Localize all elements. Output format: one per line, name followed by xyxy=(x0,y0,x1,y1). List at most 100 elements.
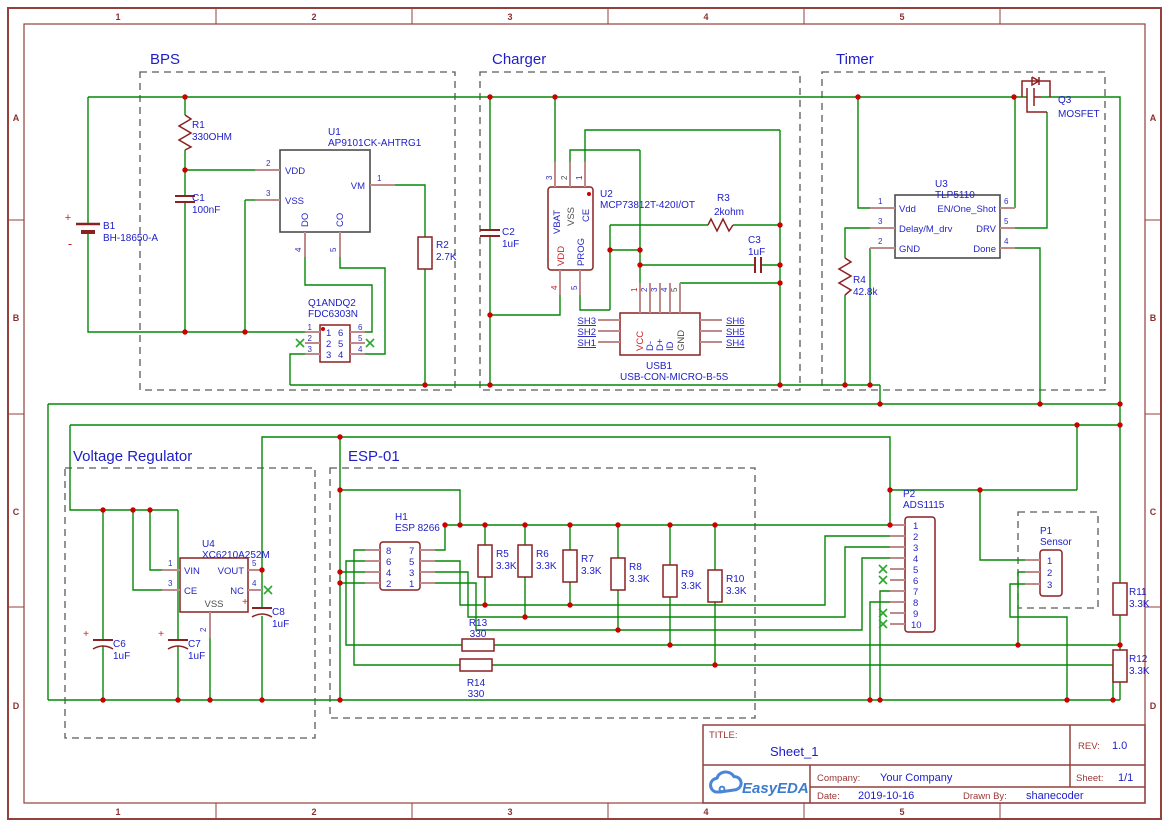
q1-num: 2 xyxy=(308,334,313,343)
b1-plus: + xyxy=(65,212,71,224)
u1-pin3-num: 3 xyxy=(266,189,271,198)
q3-ref: Q3 xyxy=(1058,95,1072,106)
u4-pin3-num: 3 xyxy=(168,579,173,588)
q1-num: 6 xyxy=(358,323,363,332)
col-label: 3 xyxy=(507,807,512,817)
c7-val: 1uF xyxy=(188,651,205,662)
col-label: 1 xyxy=(115,807,120,817)
r9-val: 3.3K xyxy=(681,581,702,592)
u3-pin6-num: 6 xyxy=(1004,197,1009,206)
u1-co: CO xyxy=(335,213,346,227)
p1-pin: 1 xyxy=(1047,556,1052,567)
u2-vdd: VDD xyxy=(556,246,567,266)
h1-pin: 3 xyxy=(409,568,414,579)
date-label: Date: xyxy=(817,791,840,802)
q1-num: 5 xyxy=(358,334,363,343)
p2-pin: 2 xyxy=(913,532,918,543)
r2-ref: R2 xyxy=(436,240,449,251)
u2-ref: U2 xyxy=(600,189,613,200)
component-usb1: 1 2 3 4 5 VCC D- D+ ID GND SH3 SH2 SH1 S… xyxy=(578,283,744,383)
usb-sh4: SH4 xyxy=(726,338,744,349)
usb-id: ID xyxy=(665,341,676,351)
component-r13: R13 330 xyxy=(461,618,495,652)
r5-val: 3.3K xyxy=(496,561,517,572)
component-r2: R2 2.7K xyxy=(417,236,457,270)
c6-ref: C6 xyxy=(113,639,126,650)
u2-prog: PROG xyxy=(576,238,587,266)
row-label: D xyxy=(13,701,20,711)
col-label: 2 xyxy=(311,12,316,22)
u4-ref: U4 xyxy=(202,539,215,550)
u3-pin5-num: 5 xyxy=(1004,217,1009,226)
component-h1: H1 ESP 8266 8 6 4 2 7 5 3 1 xyxy=(365,512,440,591)
q1-num-in: 6 xyxy=(338,328,343,339)
u2-vbat: VBAT xyxy=(552,210,563,234)
u1-val: AP9101CK-AHTRG1 xyxy=(328,138,422,149)
row-label: D xyxy=(1150,701,1157,711)
b1-val: BH-18650-A xyxy=(103,233,158,244)
usb-sh5: SH5 xyxy=(726,327,744,338)
section-title-charger: Charger xyxy=(492,51,546,68)
r3-val: 2kohm xyxy=(714,207,744,218)
usb-sh2: SH2 xyxy=(578,327,596,338)
drawnby-value: shanecoder xyxy=(1026,790,1084,802)
u1-do: DO xyxy=(300,213,311,227)
u4-nc: NC xyxy=(230,586,244,597)
u3-pin2-num: 2 xyxy=(878,237,883,246)
no-connect-marks-p2 xyxy=(878,564,888,629)
p2-pin: 10 xyxy=(911,620,922,631)
h1-pin: 6 xyxy=(386,557,391,568)
component-r4: R4 42.8k xyxy=(837,257,878,298)
usb-sh1: SH1 xyxy=(578,338,596,349)
u3-en: EN/One_Shot xyxy=(937,204,996,215)
component-c7: + C7 1uF xyxy=(158,629,205,662)
u1-ref: U1 xyxy=(328,127,341,138)
easyeda-logo: EasyEDA xyxy=(709,770,809,797)
u4-val: XC6210A252M xyxy=(202,550,270,561)
b1-ref: B1 xyxy=(103,221,116,232)
p2-pin: 3 xyxy=(913,543,918,554)
component-r11: R11 3.3K xyxy=(1112,582,1150,616)
usb-pin1-num: 1 xyxy=(630,287,639,292)
r4-val: 42.8k xyxy=(853,287,878,298)
title-label: TITLE: xyxy=(709,730,738,741)
h1-val: ESP 8266 xyxy=(395,523,440,534)
u1-pin5-num: 5 xyxy=(329,247,338,252)
row-label: A xyxy=(13,113,20,123)
component-r12: R12 3.3K xyxy=(1112,649,1150,683)
r9-ref: R9 xyxy=(681,569,694,580)
p1-pin: 2 xyxy=(1047,568,1052,579)
h1-pin: 1 xyxy=(409,579,414,590)
r13-ref: R13 xyxy=(469,618,488,629)
r7-ref: R7 xyxy=(581,554,594,565)
r12-ref: R12 xyxy=(1129,654,1148,665)
c8-val: 1uF xyxy=(272,619,289,630)
component-u1: U1 AP9101CK-AHTRG1 2 3 1 VDD VSS VM DO C… xyxy=(255,127,422,257)
usb-sh6: SH6 xyxy=(726,316,744,327)
usb-pin4-num: 4 xyxy=(660,287,669,292)
u1-pin4-num: 4 xyxy=(294,247,303,252)
row-label: C xyxy=(13,507,20,517)
drawnby-label: Drawn By: xyxy=(963,791,1007,802)
p1-pin: 3 xyxy=(1047,580,1052,591)
usb-pin3-num: 3 xyxy=(650,287,659,292)
r14-val: 330 xyxy=(468,689,485,700)
c1-ref: C1 xyxy=(192,193,205,204)
section-title-bps: BPS xyxy=(150,51,180,68)
u3-pin3-num: 3 xyxy=(878,217,883,226)
usb-dm: D- xyxy=(645,341,656,351)
component-q1: Q1ANDQ2 FDC6303N 1 2 3 1 2 3 6 5 4 6 5 4 xyxy=(295,298,375,363)
h1-pin: 7 xyxy=(409,546,414,557)
c3-val: 1uF xyxy=(748,247,765,258)
c3-ref: C3 xyxy=(748,235,761,246)
u2-pin5-num: 5 xyxy=(570,285,579,290)
r10-ref: R10 xyxy=(726,574,745,585)
r4-ref: R4 xyxy=(853,275,866,286)
u4-vss: VSS xyxy=(204,599,223,610)
u1-vm: VM xyxy=(351,181,365,192)
component-u3: U3 TLP5110 1 3 2 6 5 4 Vdd Delay/M_drv G… xyxy=(870,179,1015,259)
usb-pin5-num: 5 xyxy=(670,287,679,292)
junction-dots xyxy=(100,94,1123,703)
easyeda-logo-text: EasyEDA xyxy=(742,780,809,797)
col-label: 3 xyxy=(507,12,512,22)
